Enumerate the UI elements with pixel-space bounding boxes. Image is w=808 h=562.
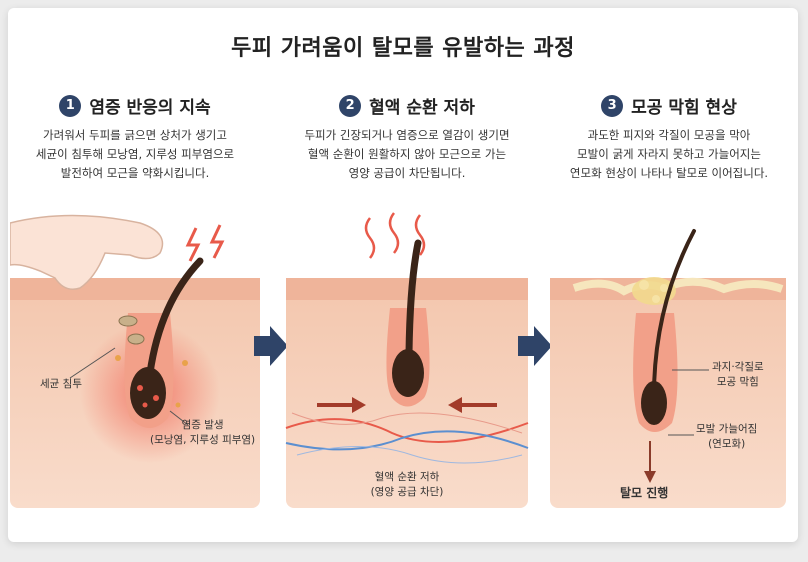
step-title: 혈액 순환 저하: [369, 98, 475, 118]
desc-line: 영양 공급이 차단됩니다.: [348, 166, 466, 180]
label-circulation-sub: (영양 공급 차단): [370, 486, 444, 498]
label-clog: 과지·각질로 모공 막힘: [712, 360, 764, 390]
hair-bulb: [641, 381, 667, 425]
hair-shaft: [146, 257, 204, 377]
itch-lightning-icon: [209, 224, 225, 259]
step-number-badge: 2: [339, 94, 362, 117]
desc-line: 가려워서 두피를 긁으면 상처가 생기고: [43, 128, 227, 142]
pore-clogging-illustration: [550, 229, 786, 508]
step-description: 과도한 피지와 각질이 모공을 막아 모발이 굵게 자라지 못하고 가늘어지는 …: [550, 126, 788, 183]
step-description: 두피가 긴장되거나 염증으로 열감이 생기면 혈액 순환이 원활하지 않아 모근…: [288, 126, 526, 183]
step-title: 염증 반응의 지속: [89, 98, 211, 118]
step-arrow-icon: [254, 326, 288, 366]
hair-shaft: [405, 239, 422, 357]
hair-bulb: [392, 349, 424, 397]
step-number-badge: 3: [601, 94, 624, 117]
step-header: 1 염증 반응의 지속: [10, 93, 260, 118]
blood-circulation-illustration: [285, 212, 529, 508]
hair-bulb: [130, 367, 166, 419]
desc-line: 발전하여 모근을 약화시킵니다.: [60, 166, 210, 180]
label-clog-line2: 모공 막힘: [716, 376, 759, 388]
bacteria-icon: [118, 315, 138, 327]
infographic-card: 두피 가려움이 탈모를 유발하는 과정 1 염증 반응의 지속 가려워서 두피를…: [8, 8, 798, 542]
step-panel-2: 2 혈액 순환 저하 두피가 긴장되거나 염증으로 열감이 생기면 혈액 순환이…: [282, 8, 532, 542]
down-arrow-icon: [644, 471, 656, 483]
desc-line: 혈액 순환이 원활하지 않아 모근으로 가는: [307, 147, 507, 161]
hand-scratching: [10, 214, 164, 290]
page-title: 두피 가려움이 탈모를 유발하는 과정: [231, 36, 575, 61]
label-clog-line1: 과지·각질로: [712, 361, 764, 373]
label-thinning-main: 모발 가늘어짐: [696, 423, 758, 435]
heat-wave-icon: [388, 212, 400, 254]
desc-line: 모발이 굵게 자라지 못하고 가늘어지는: [577, 147, 761, 161]
step-number-badge: 1: [59, 94, 82, 117]
blood-vessel-red: [285, 418, 529, 443]
bacteria-icon: [127, 333, 145, 345]
label-hair-loss: 탈모 진행: [620, 486, 669, 500]
step-panel-3: 3 모공 막힘 현상 과도한 피지와 각질이 모공을 막아 모발이 굵게 자라지…: [544, 8, 794, 542]
step-description: 가려워서 두피를 긁으면 상처가 생기고 세균이 침투해 모낭염, 지루성 피부…: [16, 126, 254, 183]
epidermis: [286, 278, 528, 300]
epidermis: [10, 278, 260, 300]
heat-wave-icon: [364, 217, 376, 259]
label-bacteria: 세균 침투: [40, 378, 82, 390]
label-inflammation-sub: (모낭염, 지루성 피부염): [150, 434, 256, 446]
thin-hair-shaft: [652, 229, 696, 390]
desc-line: 세균이 침투해 모낭염, 지루성 피부염으로: [35, 147, 235, 161]
scalp-inflammation-illustration: [10, 214, 260, 508]
desc-line: 연모화 현상이 나타나 탈모로 이어집니다.: [569, 166, 769, 180]
pressure-arrow-right-icon: [352, 397, 366, 413]
label-thinning: 모발 가늘어짐 (연모화): [696, 422, 757, 452]
step-title: 모공 막힘 현상: [631, 98, 737, 118]
desc-line: 두피가 긴장되거나 염증으로 열감이 생기면: [304, 128, 510, 142]
step-panel-1: 1 염증 반응의 지속 가려워서 두피를 긁으면 상처가 생기고 세균이 침투해…: [10, 8, 260, 542]
step-arrow-icon: [518, 326, 552, 366]
itch-lightning-icon: [185, 227, 201, 262]
label-inflammation: 염증 발생 (모낭염, 지루성 피부염): [150, 418, 255, 448]
desc-line: 과도한 피지와 각질이 모공을 막아: [587, 128, 751, 142]
label-circulation-main: 혈액 순환 저하: [374, 471, 440, 483]
label-inflammation-main: 염증 발생: [181, 419, 224, 431]
label-thinning-sub: (연모화): [708, 438, 746, 450]
pressure-arrow-left-icon: [448, 397, 462, 413]
label-circulation: 혈액 순환 저하 (영양 공급 차단): [346, 470, 468, 500]
heat-wave-icon: [414, 214, 426, 256]
step-header: 2 혈액 순환 저하: [282, 93, 532, 118]
step-header: 3 모공 막힘 현상: [544, 93, 794, 118]
